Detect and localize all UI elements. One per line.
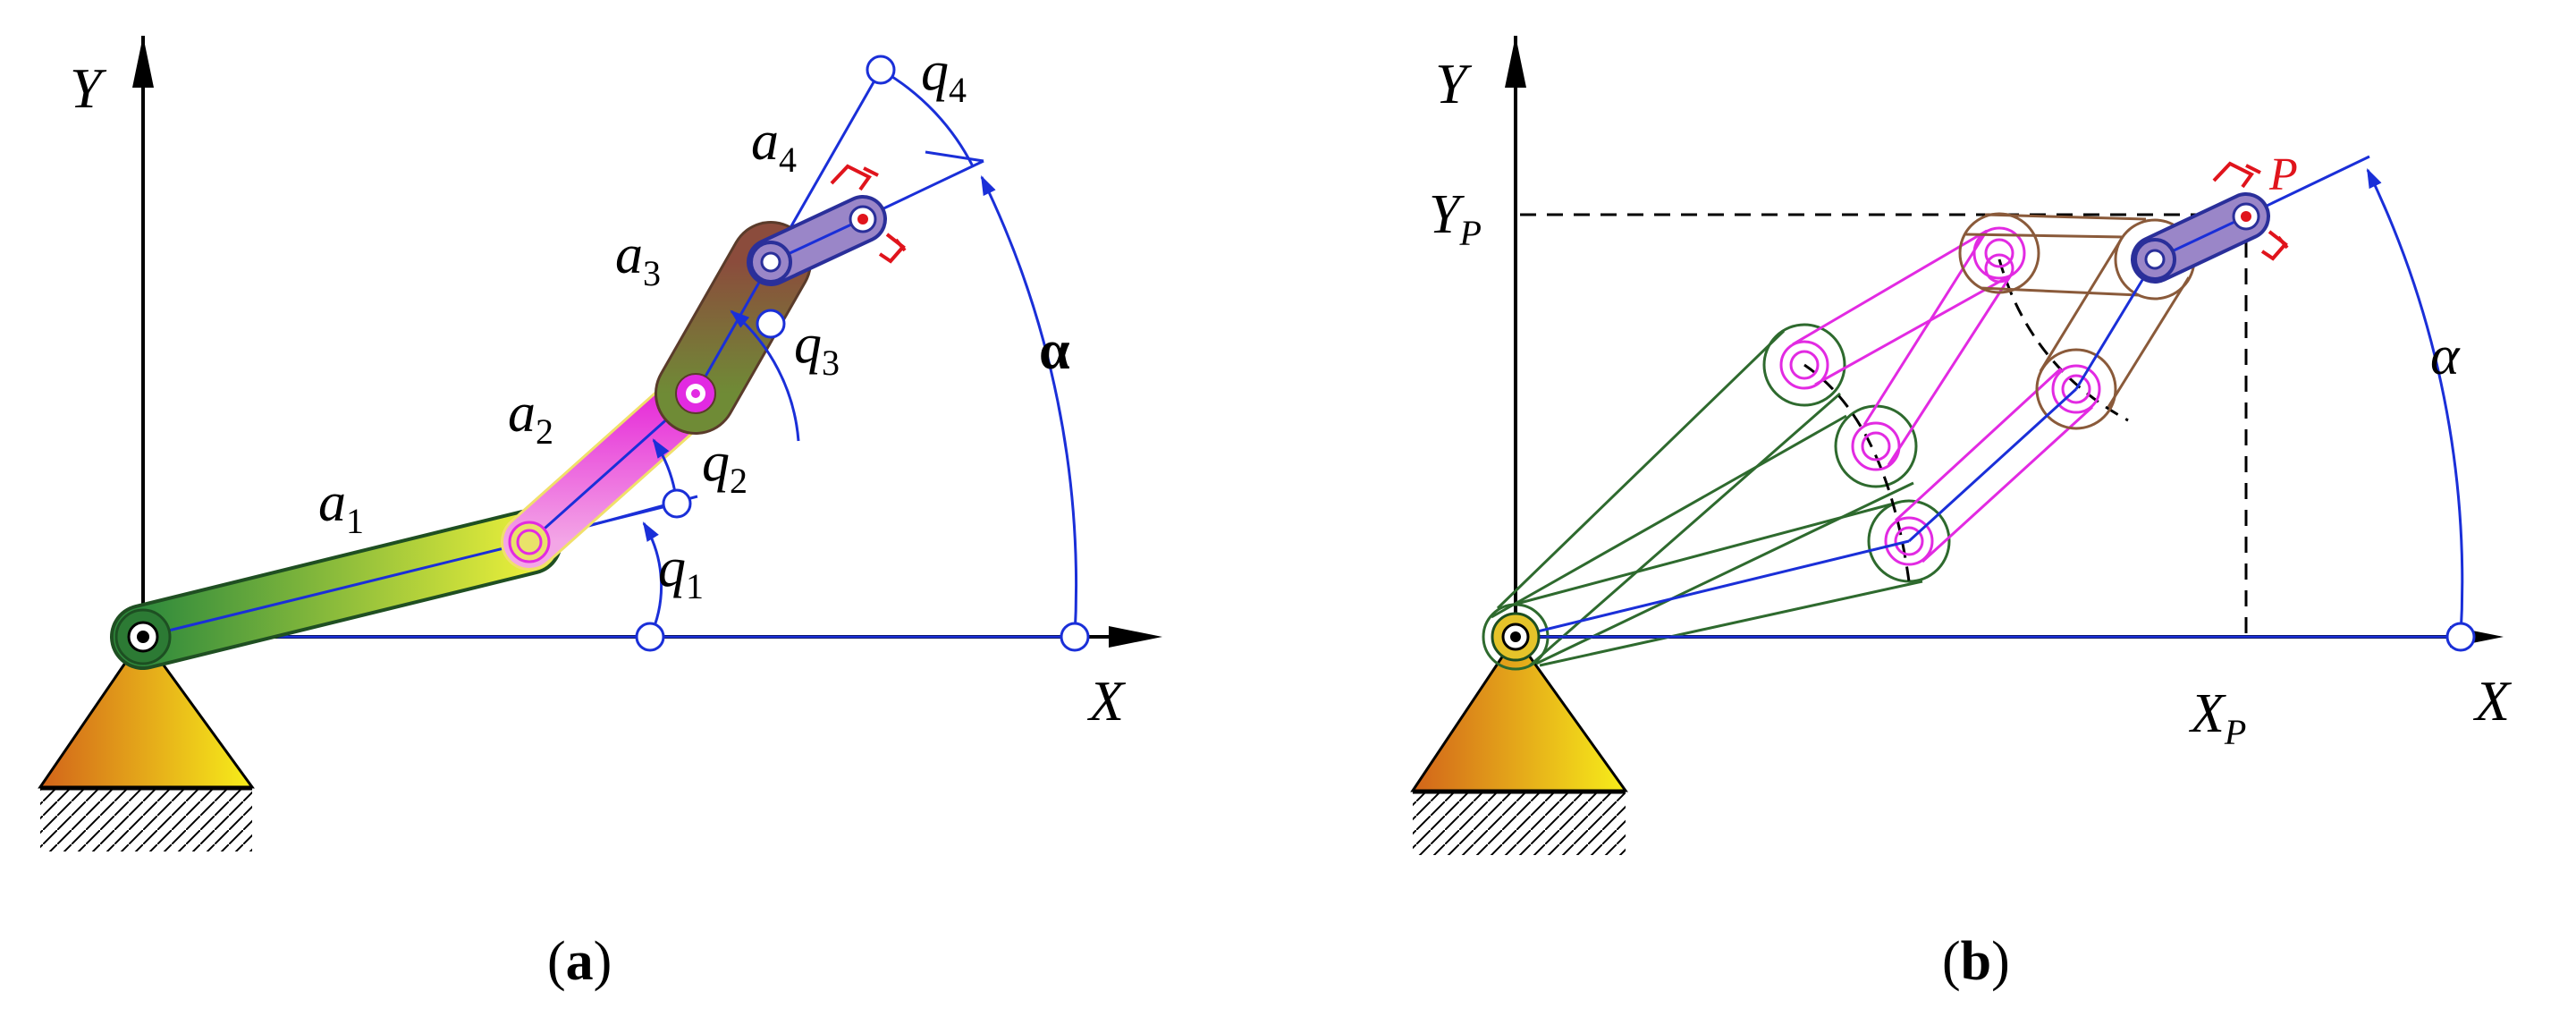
arc-link1-tips-b <box>1803 363 1911 582</box>
y-axis-arrow-b <box>1505 36 1526 88</box>
markers-a <box>635 55 1090 652</box>
x-axis-label-b: X <box>2472 669 2513 733</box>
caption-b: (b) <box>1942 931 2010 992</box>
base-triangle-b <box>1410 634 1628 792</box>
link-a1 <box>110 509 562 670</box>
link-4-b <box>2131 192 2270 284</box>
joint-1-a <box>508 521 551 563</box>
base-triangle-a <box>38 634 255 789</box>
x-axis-arrow-a <box>1109 626 1162 648</box>
config-link3-b <box>1958 212 2196 430</box>
y-axis-label-b: Y <box>1435 52 1473 115</box>
gripper-b <box>2212 161 2289 261</box>
label-yp: YP <box>1429 184 1482 253</box>
label-a4: a4 <box>751 111 797 180</box>
label-a1: a1 <box>318 472 364 541</box>
arc-alpha <box>980 175 1078 638</box>
arc-alpha-b <box>2366 168 2464 638</box>
reference-lines-b <box>1515 155 2461 639</box>
axes-b: Y X <box>1435 36 2513 733</box>
y-axis-arrow-a <box>132 36 154 88</box>
arc-link3-tips-b <box>1997 258 2129 422</box>
target-guides-b <box>1520 213 2248 637</box>
label-q2: q2 <box>702 432 747 501</box>
label-q1: q1 <box>658 538 704 606</box>
label-a2: a2 <box>508 383 553 452</box>
ground-support-b <box>1410 634 1628 855</box>
gripper-a <box>830 164 907 264</box>
point-p-marker <box>2241 211 2251 222</box>
panel-a: Y X <box>38 36 1162 851</box>
config-link1-b <box>1482 323 1951 671</box>
panel-b: Y X YP XP <box>1410 36 2513 855</box>
ground-hatch-b <box>1413 792 1626 855</box>
arc-q4 <box>880 68 975 167</box>
labels-a: a1 a2 a3 a4 q1 q2 q3 q4 α <box>318 41 1070 606</box>
y-axis-label-a: Y <box>70 56 107 120</box>
arc-q3 <box>730 309 800 442</box>
label-q3: q3 <box>794 314 840 383</box>
label-a3: a3 <box>615 224 661 293</box>
ground-support-a <box>38 634 255 851</box>
caption-a: (a) <box>547 931 612 992</box>
x-axis-label-a: X <box>1086 669 1127 733</box>
joints-a <box>114 205 877 665</box>
label-alpha-a: α <box>1039 320 1070 381</box>
joint-base-b <box>1491 612 1541 662</box>
label-alpha-b: α <box>2430 326 2461 386</box>
label-q4: q4 <box>921 41 967 110</box>
config-link2-b <box>1779 226 2101 566</box>
ground-hatch-a <box>40 789 252 851</box>
label-xp: XP <box>2188 683 2246 752</box>
label-p: P <box>2268 149 2298 200</box>
